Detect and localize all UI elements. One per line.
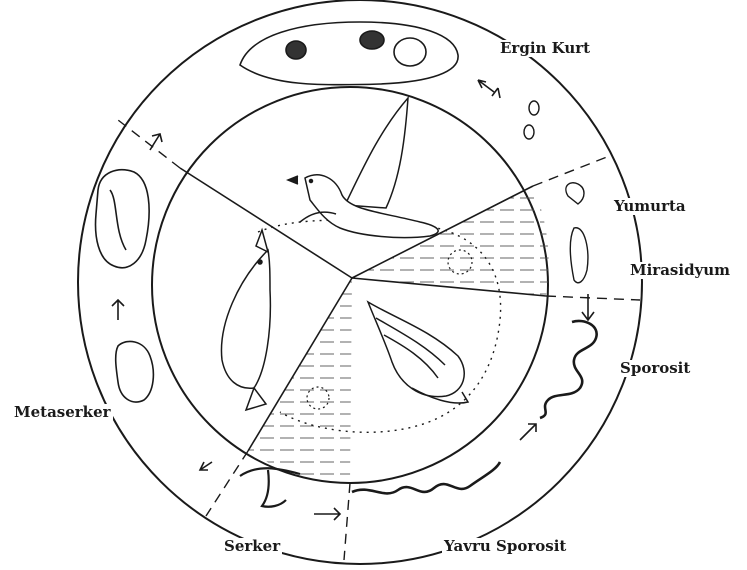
metacercaria-upper-illustration: [96, 170, 150, 268]
snail-illustration: [368, 302, 468, 403]
miracidium-illustration: [566, 183, 588, 283]
egg-illustrations: [524, 101, 539, 139]
label-cercaria: Serker: [222, 538, 282, 555]
label-miracidium: Mirasidyum: [628, 262, 732, 279]
bird-illustration: [288, 98, 438, 238]
label-adult-worm: Ergin Kurt: [498, 40, 592, 57]
metacercaria-lower-illustration: [116, 341, 154, 402]
cycle-arrows: [112, 80, 594, 520]
fish-illustration: [221, 230, 270, 410]
adult-worm-illustration: [240, 22, 458, 85]
daughter-sporocyst-illustration: [352, 462, 500, 493]
label-metacercaria: Metaserker: [12, 404, 113, 421]
sporocyst-illustration: [540, 321, 597, 418]
label-daughter-sporocyst: Yavru Sporosit: [442, 538, 568, 555]
label-sporocyst: Sporosit: [618, 360, 692, 377]
label-egg: Yumurta: [612, 198, 688, 215]
